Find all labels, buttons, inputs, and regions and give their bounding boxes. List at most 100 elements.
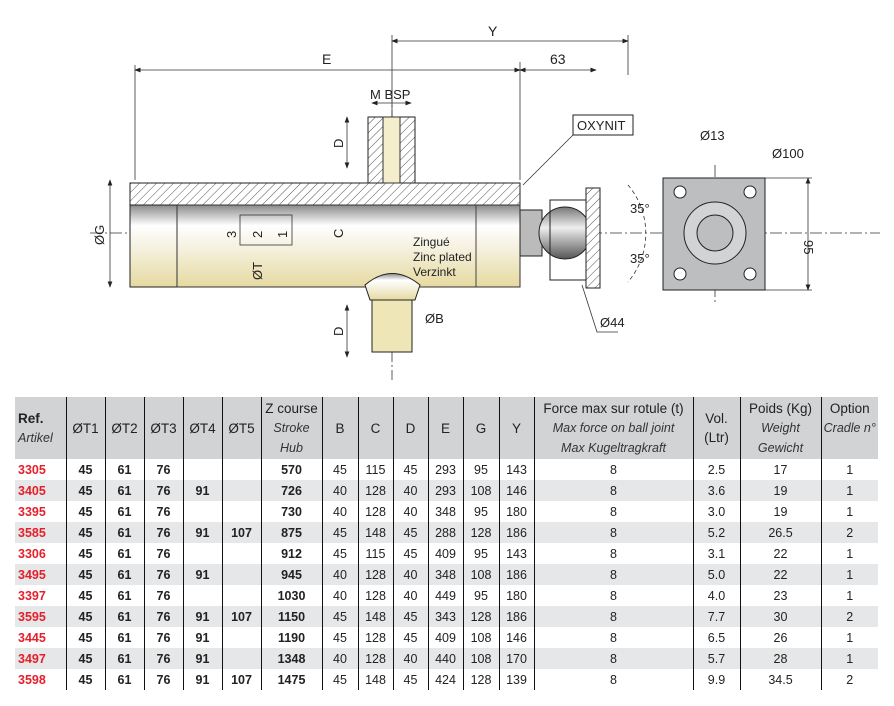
cell-t3: 76 xyxy=(143,585,183,606)
cell-weight: 17 xyxy=(739,459,821,480)
cell-g: 128 xyxy=(462,669,499,690)
cell-t4: 91 xyxy=(182,648,222,669)
finish-fr: Zingué xyxy=(413,235,450,249)
cell-force: 8 xyxy=(533,627,693,648)
cell-t5 xyxy=(221,480,261,501)
cell-t5: 107 xyxy=(221,669,261,690)
cell-t4: 91 xyxy=(182,627,222,648)
cell-d: 40 xyxy=(392,564,428,585)
cell-option: 1 xyxy=(820,480,878,501)
table-header: Ref.Artikel ØT1 ØT2 ØT3 ØT4 ØT5 Z course… xyxy=(15,397,878,459)
stage-3-label: 3 xyxy=(224,231,239,238)
cell-stroke: 1150 xyxy=(260,606,322,627)
cell-g: 108 xyxy=(462,564,499,585)
d44-label: Ø44 xyxy=(600,315,625,330)
cell-t5 xyxy=(221,501,261,522)
stage-1-label: 1 xyxy=(275,231,290,238)
cell-t5 xyxy=(221,543,261,564)
cell-option: 2 xyxy=(820,669,878,690)
cell-t1: 45 xyxy=(65,627,105,648)
cell-t3: 76 xyxy=(143,648,183,669)
cell-t1: 45 xyxy=(65,522,105,543)
cell-weight: 22 xyxy=(739,543,821,564)
cell-ref: 3585 xyxy=(15,522,66,543)
cell-c: 148 xyxy=(357,606,393,627)
oxynit-label: OXYNIT xyxy=(577,118,625,133)
cell-t2: 61 xyxy=(104,459,144,480)
header-t3: ØT3 xyxy=(143,397,183,459)
cell-c: 148 xyxy=(357,522,393,543)
cell-t3: 76 xyxy=(143,627,183,648)
cell-t5: 107 xyxy=(221,522,261,543)
cell-t4 xyxy=(182,459,222,480)
cell-b: 40 xyxy=(321,585,358,606)
cell-stroke: 912 xyxy=(260,543,322,564)
cell-stroke: 726 xyxy=(260,480,322,501)
cell-t4 xyxy=(182,543,222,564)
cell-vol: 5.7 xyxy=(692,648,740,669)
cell-t1: 45 xyxy=(65,606,105,627)
cell-vol: 9.9 xyxy=(692,669,740,690)
cell-d: 45 xyxy=(392,627,428,648)
cell-vol: 5.0 xyxy=(692,564,740,585)
cell-option: 1 xyxy=(820,543,878,564)
specifications-table: Ref.Artikel ØT1 ØT2 ØT3 ØT4 ØT5 Z course… xyxy=(15,397,878,690)
cell-stroke: 730 xyxy=(260,501,322,522)
cell-c: 128 xyxy=(357,564,393,585)
cell-b: 45 xyxy=(321,543,358,564)
dim-y-label: Y xyxy=(488,23,498,39)
cell-force: 8 xyxy=(533,543,693,564)
cell-weight: 22 xyxy=(739,564,821,585)
cell-b: 40 xyxy=(321,501,358,522)
cell-b: 45 xyxy=(321,606,358,627)
cell-force: 8 xyxy=(533,459,693,480)
cell-t3: 76 xyxy=(143,501,183,522)
cell-e: 440 xyxy=(427,648,463,669)
cell-d: 45 xyxy=(392,606,428,627)
cell-weight: 34.5 xyxy=(739,669,821,690)
cell-b: 45 xyxy=(321,522,358,543)
cell-e: 288 xyxy=(427,522,463,543)
cell-d: 45 xyxy=(392,459,428,480)
header-ref: Ref.Artikel xyxy=(15,397,66,459)
cell-t3: 76 xyxy=(143,480,183,501)
cell-vol: 2.5 xyxy=(692,459,740,480)
angle-bottom-label: 35° xyxy=(630,251,650,266)
cell-t2: 61 xyxy=(104,648,144,669)
cell-t1: 45 xyxy=(65,480,105,501)
angle-top-label: 35° xyxy=(630,201,650,216)
cell-e: 348 xyxy=(427,501,463,522)
cell-e: 449 xyxy=(427,585,463,606)
cell-vol: 3.1 xyxy=(692,543,740,564)
dim-95-label: 95 xyxy=(801,240,816,254)
cell-d: 40 xyxy=(392,585,428,606)
cell-t3: 76 xyxy=(143,543,183,564)
cell-force: 8 xyxy=(533,501,693,522)
cell-option: 2 xyxy=(820,606,878,627)
cell-vol: 5.2 xyxy=(692,522,740,543)
cell-t3: 76 xyxy=(143,669,183,690)
cell-g: 108 xyxy=(462,627,499,648)
cell-b: 40 xyxy=(321,480,358,501)
cell-e: 293 xyxy=(427,459,463,480)
cell-stroke: 1190 xyxy=(260,627,322,648)
cell-vol: 7.7 xyxy=(692,606,740,627)
cell-stroke: 570 xyxy=(260,459,322,480)
cell-ref: 3495 xyxy=(15,564,66,585)
d100-label: Ø100 xyxy=(772,146,804,161)
cell-d: 45 xyxy=(392,669,428,690)
cell-c: 128 xyxy=(357,585,393,606)
cell-ref: 3497 xyxy=(15,648,66,669)
header-force: Force max sur rotule (t)Max force on bal… xyxy=(533,397,693,459)
cell-c: 128 xyxy=(357,627,393,648)
cell-b: 45 xyxy=(321,627,358,648)
dim-d-bottom-label: D xyxy=(331,327,346,336)
cell-t1: 45 xyxy=(65,648,105,669)
header-y: Y xyxy=(498,397,534,459)
